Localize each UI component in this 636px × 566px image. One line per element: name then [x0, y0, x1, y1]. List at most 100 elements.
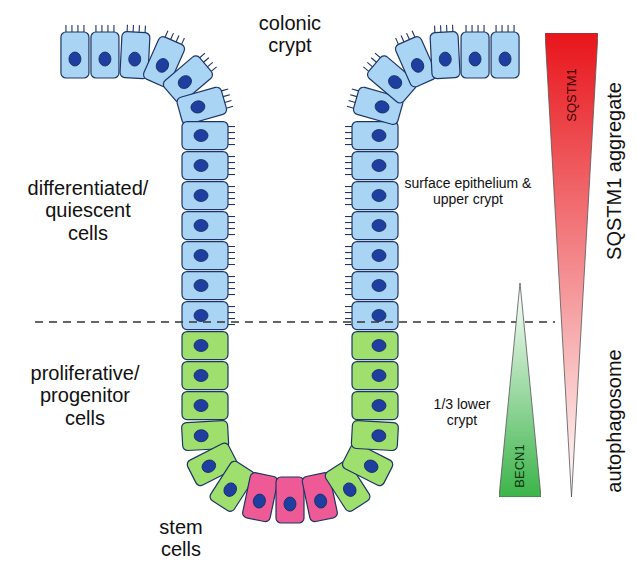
- cell-body: [91, 32, 119, 78]
- cell-body: [352, 122, 398, 150]
- nucleus: [372, 400, 386, 412]
- microvillus: [345, 156, 352, 157]
- nucleus: [194, 370, 208, 382]
- label-box: colonic crypt: [259, 12, 321, 57]
- epithelial-cell: [491, 25, 519, 78]
- epithelial-cell: [91, 25, 119, 78]
- cell-body: [351, 420, 398, 450]
- nucleus: [194, 400, 208, 412]
- microvillus: [223, 95, 230, 97]
- microvillus: [77, 25, 78, 32]
- microvillus: [203, 58, 208, 63]
- cell-body: [182, 212, 228, 240]
- epithelial-cell: [461, 25, 489, 78]
- nucleus: [99, 52, 111, 66]
- microvillus: [171, 33, 174, 39]
- triangle-label: SQSTM1: [564, 68, 578, 121]
- epithelial-cell: [182, 212, 235, 240]
- cell-body: [352, 302, 398, 330]
- cell-body: [182, 152, 228, 180]
- epithelial-cell: [430, 24, 461, 78]
- epithelial-cell: [345, 122, 398, 150]
- microvillus: [345, 186, 352, 187]
- microvillus: [101, 25, 102, 32]
- microvillus: [113, 25, 114, 32]
- epithelial-cell: [345, 302, 398, 330]
- nucleus: [221, 481, 239, 499]
- epithelial-cell: [182, 362, 228, 390]
- epithelial-cell: [182, 122, 235, 150]
- microvillus: [345, 324, 352, 325]
- microvillus: [345, 258, 352, 259]
- epithelial-cell: [182, 242, 235, 270]
- epithelial-cell: [182, 392, 228, 420]
- crypt-guide: [40, 55, 540, 500]
- epithelial-cell: [182, 272, 235, 300]
- nucleus: [194, 250, 208, 262]
- epithelium: [61, 24, 519, 523]
- microvillus: [345, 288, 352, 289]
- epithelial-cell: [352, 362, 398, 390]
- cell-body: [352, 242, 398, 270]
- microvillus: [228, 288, 235, 289]
- microvillus: [133, 25, 134, 32]
- label-box: SQSTM1 aggregate: [603, 82, 625, 260]
- nucleus: [499, 52, 511, 66]
- microvillus: [226, 106, 233, 108]
- cell-body: [352, 182, 398, 210]
- microvillus: [345, 174, 352, 175]
- epithelial-cell: [242, 472, 279, 523]
- nucleus: [372, 130, 386, 142]
- label-box: surface epithelium & upper crypt: [402, 176, 534, 207]
- triangle-outline: [545, 33, 598, 497]
- label-box: autophagosome: [603, 349, 625, 492]
- microvillus: [349, 101, 356, 103]
- microvillus: [228, 198, 235, 199]
- nucleus: [194, 220, 208, 232]
- microvillus: [228, 246, 235, 247]
- microvillus: [228, 252, 235, 253]
- microvillus: [396, 38, 399, 44]
- nucleus: [194, 280, 208, 292]
- gradient-triangle: SQSTM1: [545, 33, 598, 497]
- microvillus: [345, 192, 352, 193]
- microvillus: [127, 25, 128, 32]
- cell-body: [352, 332, 398, 360]
- epithelial-cell: [352, 332, 398, 360]
- cell-body: [352, 212, 398, 240]
- cell-body: [352, 362, 398, 390]
- nucleus: [372, 429, 387, 442]
- microvillus: [345, 132, 352, 133]
- cell-body: [352, 392, 398, 420]
- label-box: 1/3 lower crypt: [426, 397, 498, 428]
- nucleus: [194, 310, 208, 322]
- cell-body: [276, 477, 304, 523]
- dashed-boundary: [35, 321, 555, 323]
- nucleus: [374, 99, 391, 114]
- microvillus: [345, 126, 352, 127]
- nucleus: [194, 429, 209, 442]
- microvillus: [228, 222, 235, 223]
- microvillus: [345, 276, 352, 277]
- epithelial-cell: [61, 25, 89, 78]
- microvillus: [182, 38, 185, 44]
- nucleus: [362, 458, 380, 475]
- epithelial-cell: [345, 212, 398, 240]
- microvillus: [228, 168, 235, 169]
- nucleus: [252, 493, 267, 509]
- cell-body: [182, 182, 228, 210]
- microvillus: [228, 306, 235, 307]
- region-label: 1/3 lower crypt: [426, 397, 498, 428]
- microvillus: [363, 67, 368, 72]
- epithelial-cell: [345, 242, 398, 270]
- nucleus: [372, 250, 386, 262]
- microvillus: [345, 204, 352, 205]
- cell-body: [182, 302, 228, 330]
- microvillus: [228, 318, 235, 319]
- label-box: proliferative/ progenitor cells: [31, 362, 140, 429]
- nucleus: [372, 190, 386, 202]
- label-box: stem cells: [159, 516, 202, 561]
- nucleus: [372, 310, 386, 322]
